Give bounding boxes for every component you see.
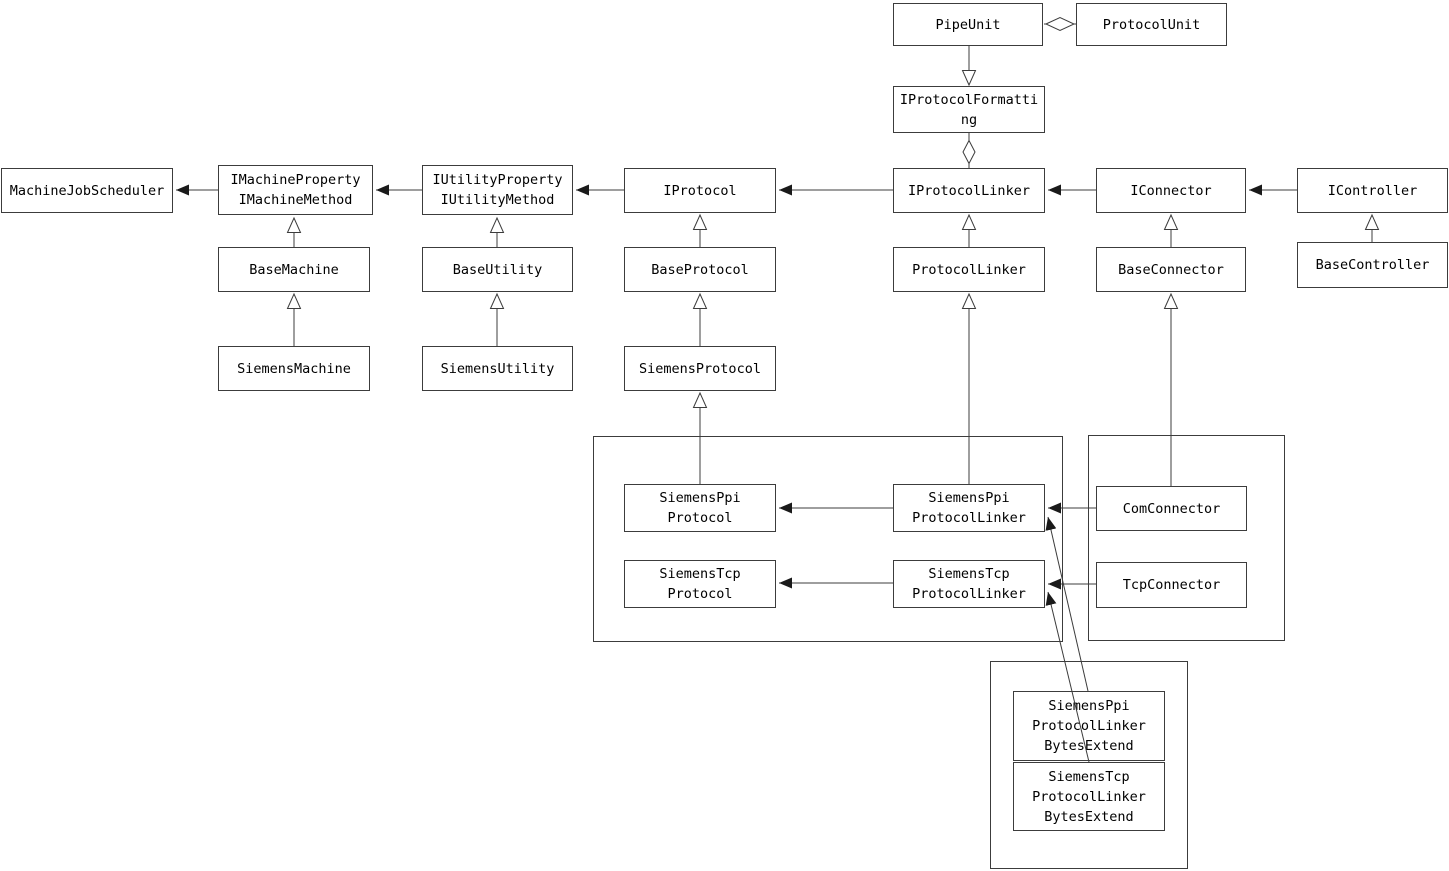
class-box-imachine-property-method: IMachineProperty IMachineMethod [218, 165, 373, 215]
connector-group-frame [1088, 435, 1285, 641]
class-box-siemens-machine: SiemensMachine [218, 346, 370, 391]
class-box-siemens-ppi-protocol: SiemensPpi Protocol [624, 484, 776, 532]
class-box-com-connector: ComConnector [1096, 486, 1247, 531]
class-box-protocol-unit: ProtocolUnit [1076, 3, 1227, 46]
class-box-iprotocol: IProtocol [624, 168, 776, 213]
class-box-base-machine: BaseMachine [218, 247, 370, 292]
class-box-siemens-tcp-protocol-linker: SiemensTcp ProtocolLinker [893, 560, 1045, 608]
class-box-siemens-utility: SiemensUtility [422, 346, 573, 391]
class-box-siemens-protocol: SiemensProtocol [624, 346, 776, 391]
class-box-base-protocol: BaseProtocol [624, 247, 776, 292]
class-box-machine-job-scheduler: MachineJobScheduler [1, 168, 173, 213]
aggregation-diamond-iprotocolformatting [962, 139, 976, 165]
class-box-siemens-tcp-protocol-linker-bytes-extend: SiemensTcp ProtocolLinker BytesExtend [1013, 762, 1165, 831]
class-box-iutility-property-method: IUtilityProperty IUtilityMethod [422, 165, 573, 215]
class-box-tcp-connector: TcpConnector [1096, 562, 1247, 608]
class-box-base-utility: BaseUtility [422, 247, 573, 292]
class-box-protocol-linker: ProtocolLinker [893, 247, 1045, 292]
siemens-linker-group-frame [593, 436, 1063, 642]
class-box-iconnector: IConnector [1096, 168, 1246, 213]
class-box-iprotocol-formatting: IProtocolFormatti ng [893, 86, 1045, 133]
class-box-icontroller: IController [1297, 168, 1448, 213]
aggregation-diamond-pipeunit [1044, 16, 1076, 32]
class-box-base-controller: BaseController [1297, 242, 1448, 288]
class-box-siemens-tcp-protocol: SiemensTcp Protocol [624, 560, 776, 608]
class-box-siemens-ppi-protocol-linker-bytes-extend: SiemensPpi ProtocolLinker BytesExtend [1013, 691, 1165, 761]
class-box-pipe-unit: PipeUnit [893, 3, 1043, 46]
class-box-iprotocol-linker: IProtocolLinker [893, 168, 1045, 213]
class-box-siemens-ppi-protocol-linker: SiemensPpi ProtocolLinker [893, 484, 1045, 532]
class-box-base-connector: BaseConnector [1096, 247, 1246, 292]
